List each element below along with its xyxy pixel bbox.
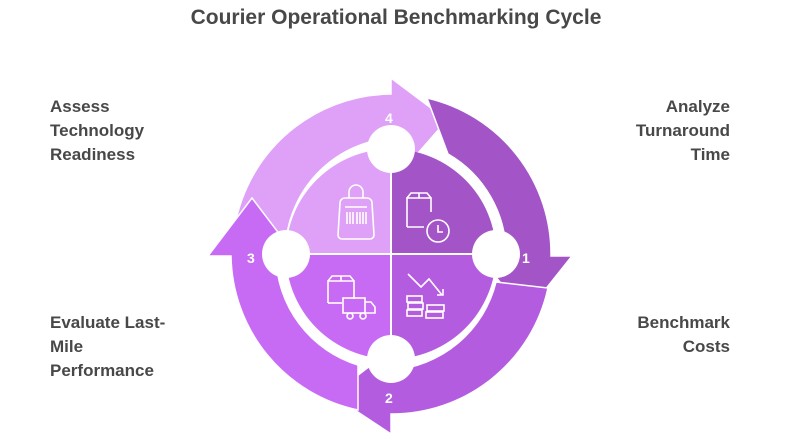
coins-trend-down-icon — [406, 273, 445, 319]
step-1-number: 1 — [522, 250, 530, 266]
label-line: Technology — [50, 121, 145, 140]
label-line: Mile — [50, 337, 84, 356]
label-line: Turnaround — [635, 121, 730, 140]
arrow-3 — [206, 196, 359, 411]
step-2-label: Benchmark Costs — [637, 311, 730, 359]
label-line: Performance — [50, 361, 154, 380]
step-3-number: 3 — [247, 250, 255, 266]
barcode-bag-icon — [337, 184, 375, 240]
label-line: Evaluate Last- — [50, 313, 166, 332]
label-line: Assess — [50, 97, 110, 116]
step-4-number: 4 — [385, 110, 393, 126]
label-line: Time — [690, 145, 730, 164]
step-4-label: Assess Technology Readiness — [50, 95, 144, 167]
arrow-4 — [232, 76, 449, 241]
diagram-title: Courier Operational Benchmarking Cycle — [190, 6, 602, 29]
step-1-label: Analyze Turnaround Time — [636, 95, 730, 167]
arrow-1 — [425, 96, 574, 317]
arrow-2 — [330, 281, 549, 436]
package-truck-icon — [327, 275, 376, 320]
label-line: Benchmark — [637, 313, 730, 332]
package-clock-icon — [406, 192, 450, 243]
step-3-label: Evaluate Last- Mile Performance — [50, 311, 165, 383]
label-line: Analyze — [665, 97, 730, 116]
label-line: Costs — [682, 337, 730, 356]
label-line: Readiness — [50, 145, 136, 164]
step-2-number: 2 — [385, 390, 393, 406]
